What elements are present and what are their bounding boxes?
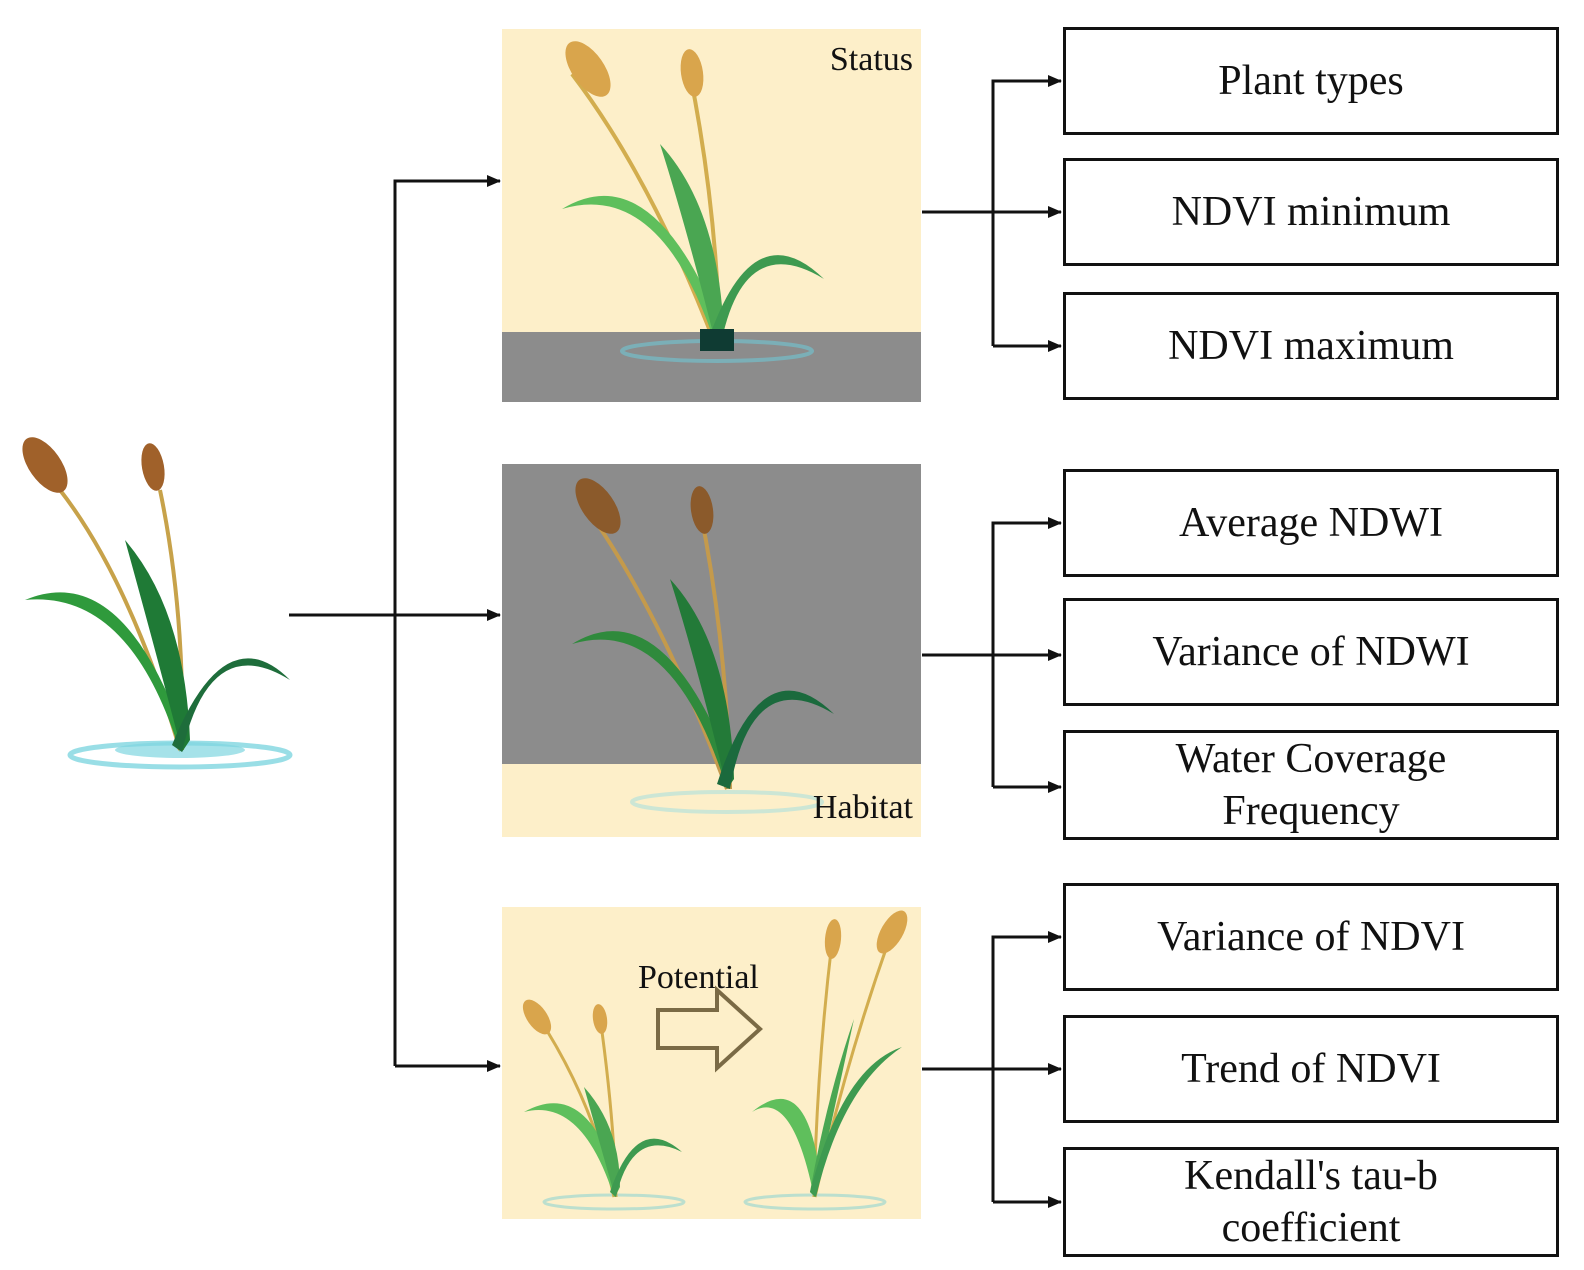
potential-panel: Potential — [502, 907, 921, 1219]
indicator-label: Variance of NDVI — [1157, 913, 1465, 960]
indicator-box-plant-types: Plant types — [1063, 27, 1559, 135]
indicator-label: Trend of NDVI — [1181, 1045, 1441, 1092]
large-cattail-icon — [743, 910, 908, 1211]
growth-arrow-icon — [656, 985, 763, 1073]
indicator-label: Average NDWI — [1179, 499, 1443, 546]
indicator-box-variance-ndwi: Variance of NDWI — [1063, 598, 1559, 706]
habitat-arrow-top — [991, 517, 1062, 787]
habitat-panel: Habitat — [502, 464, 921, 837]
habitat-illustration — [502, 464, 921, 814]
indicator-label: NDVI maximum — [1168, 322, 1454, 369]
main-arrow-branch — [393, 175, 501, 1066]
indicator-box-kendall-tau: Kendall's tau-b coefficient — [1063, 1147, 1559, 1257]
potential-label: Potential — [638, 959, 759, 996]
indicator-label: Plant types — [1218, 57, 1404, 104]
indicator-box-ndvi-minimum: NDVI minimum — [1063, 158, 1559, 266]
status-illustration — [502, 41, 921, 402]
indicator-box-water-coverage: Water Coverage Frequency — [1063, 730, 1559, 840]
indicator-label: Variance of NDWI — [1152, 628, 1470, 675]
indicator-box-trend-ndvi: Trend of NDVI — [1063, 1015, 1559, 1123]
indicator-box-ndvi-maximum: NDVI maximum — [1063, 292, 1559, 400]
cattail-plant-icon — [22, 437, 293, 770]
habitat-label: Habitat — [812, 789, 913, 826]
indicator-label: NDVI minimum — [1171, 188, 1451, 235]
indicator-label: Water Coverage Frequency — [1175, 735, 1447, 835]
small-cattail-icon — [522, 999, 686, 1211]
potential-illustration — [522, 910, 908, 1211]
indicator-box-variance-ndvi: Variance of NDVI — [1063, 883, 1559, 991]
potential-arrow-top — [991, 931, 1062, 1202]
status-label: Status — [829, 41, 913, 78]
indicator-label: Kendall's tau-b coefficient — [1184, 1152, 1438, 1252]
indicator-box-average-ndwi: Average NDWI — [1063, 469, 1559, 577]
status-arrow-top — [991, 75, 1062, 346]
status-panel: Status — [502, 29, 921, 402]
